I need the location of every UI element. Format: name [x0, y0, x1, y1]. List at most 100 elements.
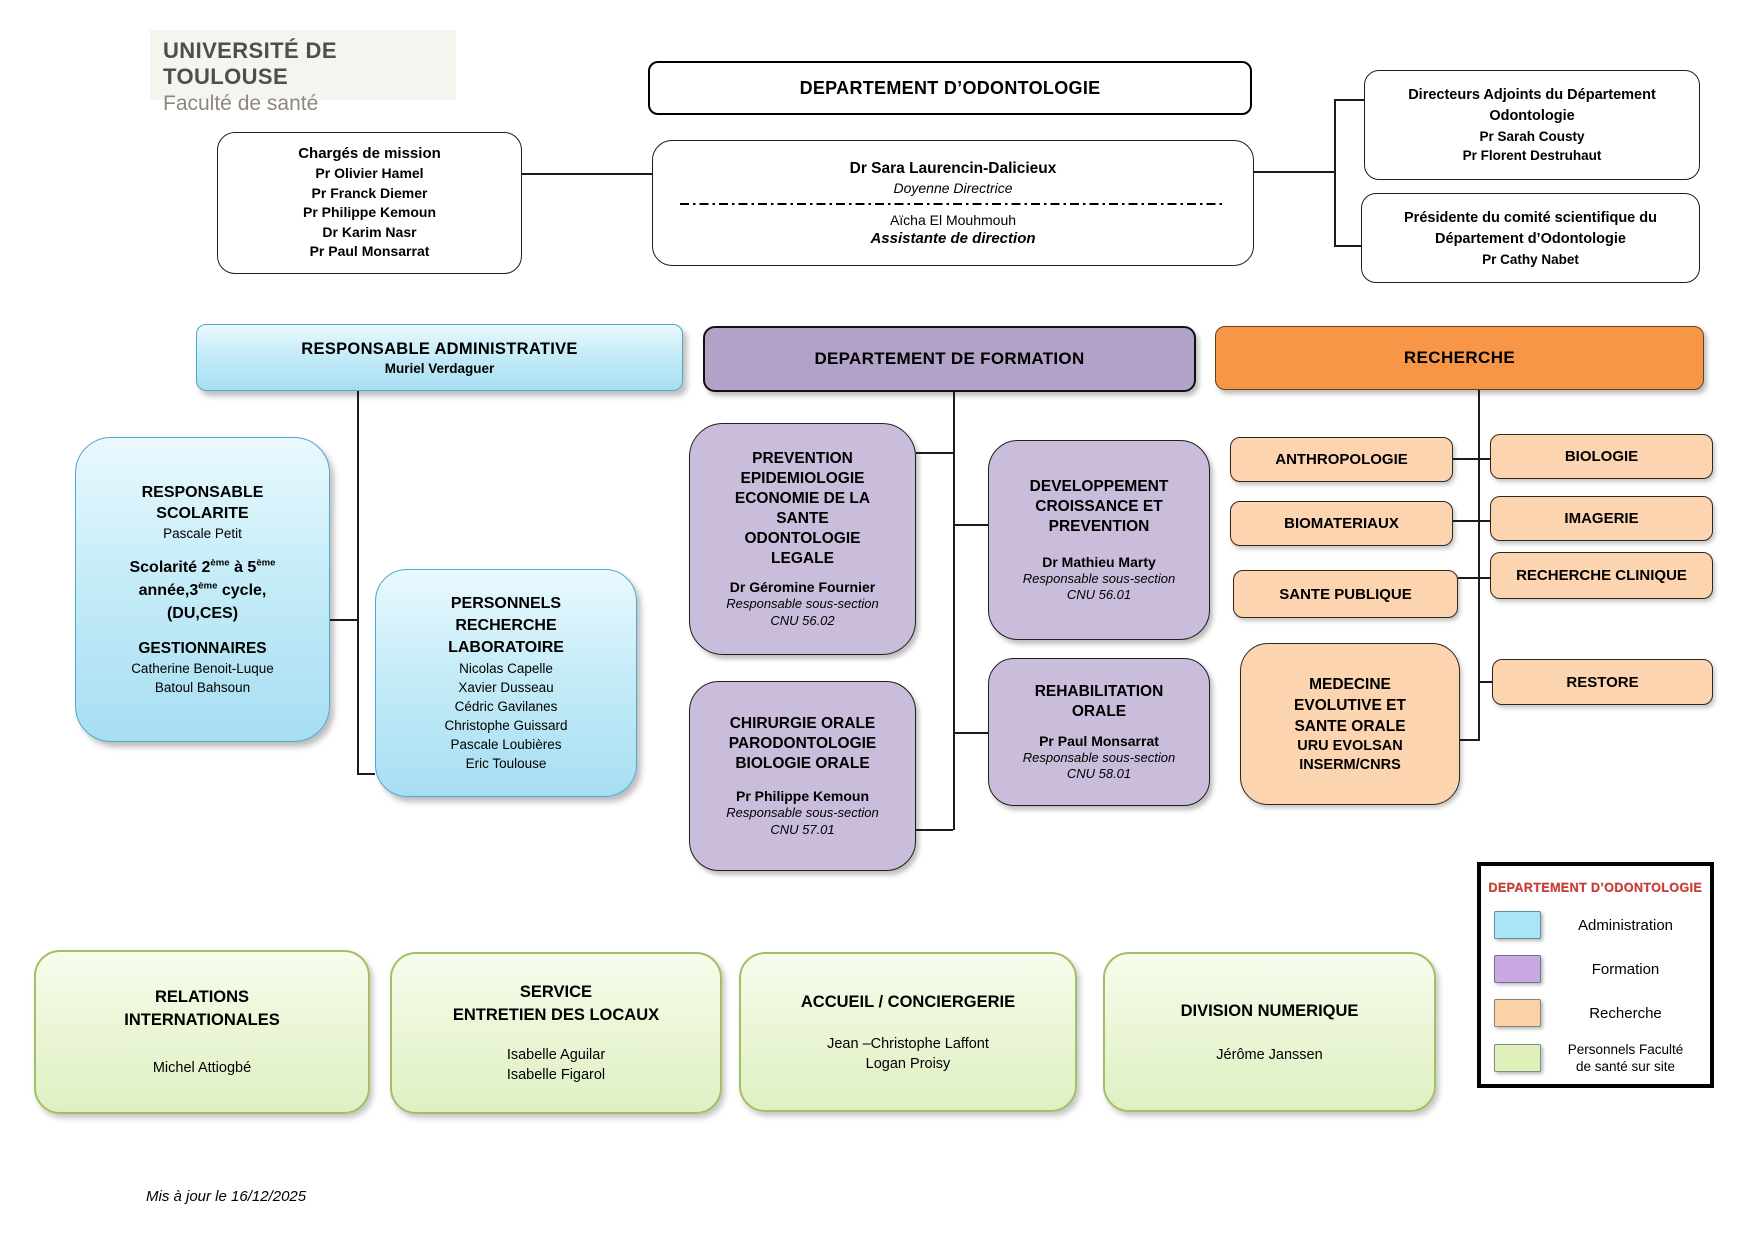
presidente-members: Pr Cathy Nabet [1482, 251, 1579, 267]
responsable-administrative-name: Muriel Verdaguer [384, 360, 495, 376]
unit-sante-publique-label: SANTE PUBLIQUE [1279, 585, 1412, 603]
legend-label-recherche: Recherche [1589, 1004, 1662, 1022]
connector-right-trunk [1334, 99, 1336, 247]
unit-sante-publique: SANTE PUBLIQUE [1233, 570, 1458, 618]
logo-line1: UNIVERSITÉ DE TOULOUSE [163, 38, 337, 89]
legend-title: DEPARTEMENT D’ODONTOLOGIE [1488, 881, 1703, 895]
accueil-title: ACCUEIL / CONCIERGERIE [800, 992, 1016, 1011]
connector-to-presidente [1335, 245, 1361, 247]
accueil-conciergerie-box: ACCUEIL / CONCIERGERIE Jean –Christophe … [739, 952, 1077, 1112]
connector-chirurgie [916, 829, 953, 831]
legend-swatch-personnels [1494, 1044, 1541, 1072]
prevention-lead: Dr Géromine Fournier [729, 579, 876, 595]
developpement-lead: Dr Mathieu Marty [1042, 553, 1156, 570]
unit-restore: RESTORE [1492, 659, 1713, 705]
assistant-role: Assistante de direction [870, 229, 1036, 247]
connector-to-adjoints [1335, 99, 1364, 101]
connector-formation-trunk [953, 392, 955, 830]
connector-sante-clinique [1458, 577, 1490, 579]
legend-item-administration: Administration [1494, 911, 1710, 939]
recherche-header: RECHERCHE [1215, 326, 1704, 390]
division-members: Jérôme Janssen [1216, 1046, 1323, 1063]
department-title-box: DEPARTEMENT D’ODONTOLOGIE [648, 61, 1252, 115]
unit-restore-label: RESTORE [1566, 673, 1639, 691]
unit-imagerie-label: IMAGERIE [1564, 510, 1639, 527]
connector-rehabilitation [955, 732, 988, 734]
connector-restore [1480, 681, 1492, 683]
logo-line2: Faculté de santé [163, 92, 319, 115]
director-role: Doyenne Directrice [893, 179, 1013, 196]
unit-anthropologie: ANTHROPOLOGIE [1230, 437, 1453, 482]
connector-prevention [916, 452, 953, 454]
recherche-header-title: RECHERCHE [1403, 348, 1516, 367]
charges-title: Chargés de mission [298, 145, 441, 163]
connector-biomat-imagerie [1453, 520, 1490, 522]
legend-swatch-formation [1494, 955, 1541, 983]
unit-biologie: BIOLOGIE [1490, 434, 1713, 479]
last-updated: Mis à jour le 16/12/2025 [146, 1188, 307, 1205]
legend-item-recherche: Recherche [1494, 999, 1710, 1027]
unit-recherche-clinique-label: RECHERCHE CLINIQUE [1516, 567, 1687, 584]
connector-charges-direction [522, 173, 652, 175]
division-numerique-box: DIVISION NUMERIQUE Jérôme Janssen [1103, 952, 1436, 1112]
connector-medecine [1460, 739, 1480, 741]
legend-swatch-recherche [1494, 999, 1541, 1027]
scolarite-name: Pascale Petit [163, 526, 242, 541]
formation-header: DEPARTEMENT DE FORMATION [703, 326, 1196, 392]
relations-members: Michel Attiogbé [152, 1060, 252, 1076]
unit-biomateriaux: BIOMATERIAUX [1230, 501, 1453, 546]
direction-divider [680, 202, 1226, 205]
connector-recherche-trunk [1478, 390, 1480, 740]
connector-developpement [955, 524, 988, 526]
director-name: Dr Sara Laurencin-Dalicieux [849, 159, 1057, 177]
department-title: DEPARTEMENT D’ODONTOLOGIE [799, 77, 1101, 98]
unit-anthropologie-label: ANTHROPOLOGIE [1275, 451, 1408, 468]
connector-personnels [359, 773, 375, 775]
unit-biologie-label: BIOLOGIE [1564, 448, 1639, 465]
unit-recherche-clinique: RECHERCHE CLINIQUE [1490, 552, 1713, 599]
responsable-administrative-title: RESPONSABLE ADMINISTRATIVE [301, 339, 578, 358]
connector-anthro-biologie [1453, 458, 1490, 460]
connector-scolarite [330, 619, 357, 621]
division-title: DIVISION NUMERIQUE [1180, 1001, 1359, 1020]
direction-box: Dr Sara Laurencin-Dalicieux Doyenne Dire… [652, 140, 1254, 266]
university-logo: UNIVERSITÉ DE TOULOUSE Faculté de santé [150, 30, 456, 115]
responsable-administrative-header: RESPONSABLE ADMINISTRATIVE Muriel Verdag… [196, 324, 683, 391]
connector-admin-trunk [357, 391, 359, 775]
unit-biomateriaux-label: BIOMATERIAUX [1284, 515, 1399, 532]
rehabilitation-lead: Pr Paul Monsarrat [1039, 732, 1159, 749]
legend-item-formation: Formation [1494, 955, 1710, 983]
